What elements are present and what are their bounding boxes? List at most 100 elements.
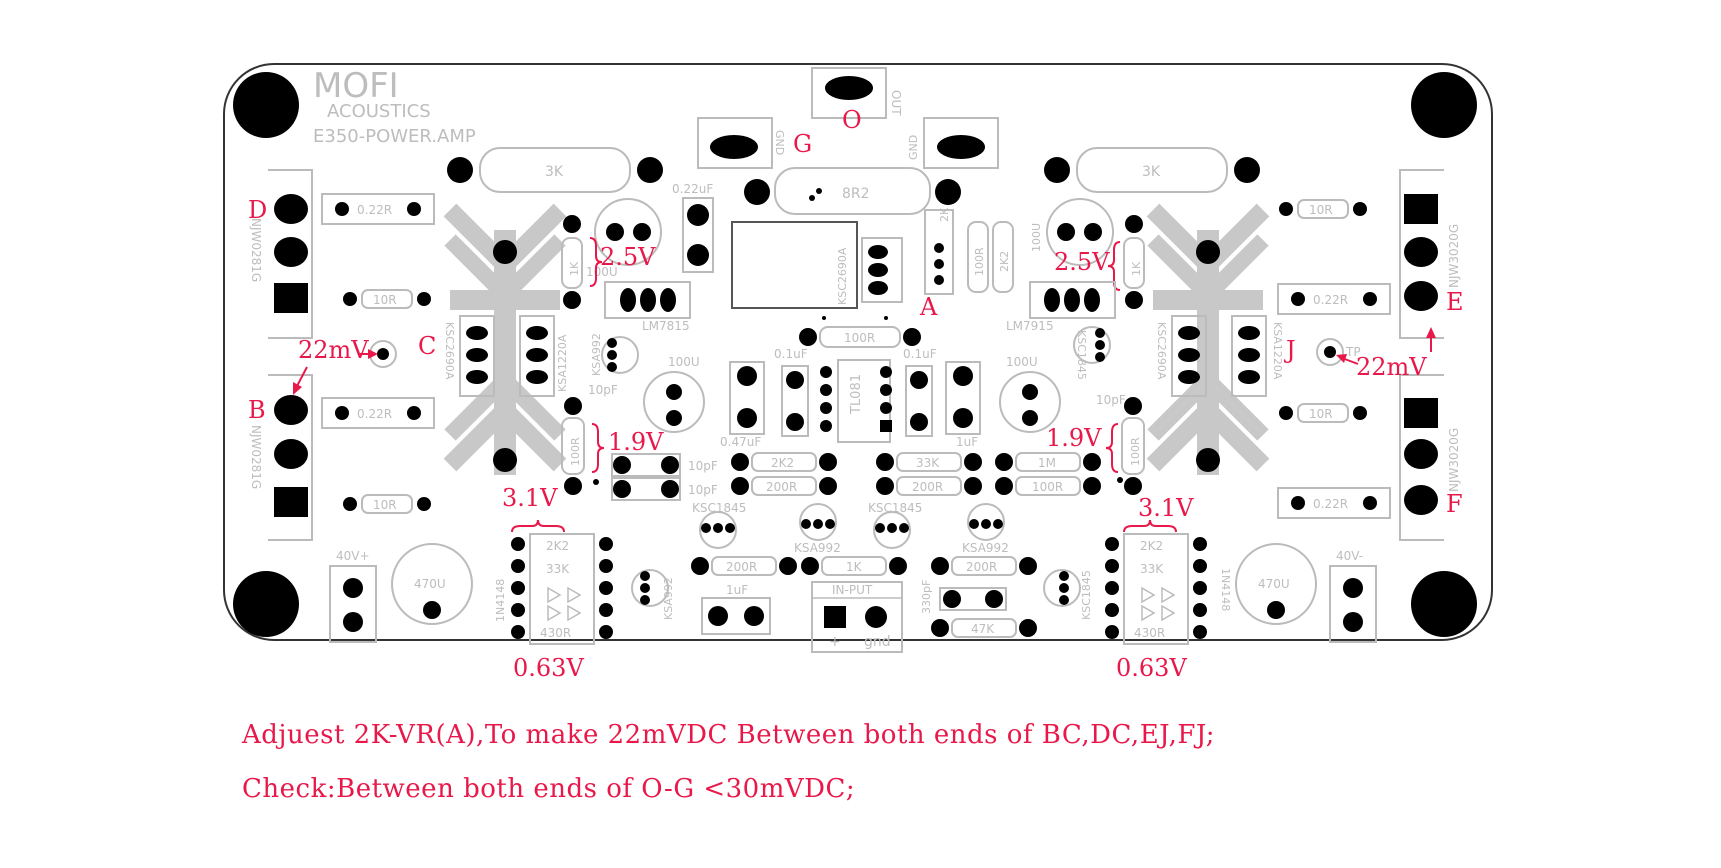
ksa992-c1 [799, 503, 837, 541]
pad [1083, 453, 1101, 471]
label-ksc2690a-center: KSC2690A [836, 247, 849, 305]
test-point-c-pad [377, 348, 389, 360]
ksa1220a-right [1231, 315, 1267, 397]
pad [661, 480, 679, 498]
pad [1095, 340, 1105, 350]
pad [799, 328, 817, 346]
cap-100u-center-left [643, 371, 705, 433]
label-2k2-cl: 2K2 [771, 456, 794, 470]
label-33k-lb: 33K [546, 562, 570, 576]
pad [1125, 291, 1143, 309]
pad [526, 370, 548, 384]
voltage-right-offset: 22mV [1356, 353, 1427, 381]
pad [274, 439, 308, 469]
pad [822, 316, 826, 320]
pad [687, 204, 709, 226]
pad [640, 571, 650, 581]
pad [343, 612, 363, 632]
pad [868, 263, 888, 277]
resistor-1k-bc [821, 556, 887, 576]
label-047uf: 0.47uF [720, 435, 761, 449]
pad [466, 348, 488, 362]
label-10r-r2: 10R [1309, 407, 1333, 421]
pad [599, 537, 613, 551]
pad [1124, 397, 1142, 415]
test-point-b: B [248, 396, 266, 424]
label-100r-center: 100R [844, 331, 875, 345]
cap-100u-right-top [1046, 198, 1114, 266]
pad [1178, 370, 1200, 384]
label-8r2: 8R2 [842, 186, 870, 202]
pad [1019, 557, 1037, 575]
pad [1291, 292, 1305, 306]
pad [493, 240, 517, 264]
resistor-200r-cl [751, 476, 817, 496]
njw0281g-top [268, 169, 313, 339]
pad [889, 557, 907, 575]
label-430r-rb: 430R [1134, 626, 1165, 640]
diode-symbol [1161, 604, 1176, 622]
cap-470u-right [1235, 543, 1317, 625]
pad [1363, 292, 1377, 306]
cap-100u-center-right [999, 371, 1061, 433]
pad [876, 477, 894, 495]
instruction-line-1: Adjuest 2K-VR(A),To make 22mVDC Between … [242, 720, 1216, 750]
test-point-j-pad [1324, 346, 1336, 358]
resistor-2k2-vert [992, 221, 1014, 293]
pad [1363, 496, 1377, 510]
ksc1845-right-bottom [1043, 569, 1081, 607]
voltage-right-mid: 1.9V [1046, 424, 1102, 452]
pad [995, 453, 1013, 471]
pad [606, 223, 624, 241]
pad [819, 453, 837, 471]
pad [1084, 223, 1102, 241]
pad [1238, 326, 1260, 340]
gnd-pad-left [710, 135, 758, 159]
lm7815 [604, 281, 691, 319]
label-2k2-lb: 2K2 [546, 539, 569, 553]
pad [737, 366, 757, 386]
cap-10pf-l1 [611, 453, 681, 477]
label-200r-bl: 200R [726, 560, 757, 574]
pad [744, 179, 770, 205]
label-100r-left: 100R [569, 437, 582, 466]
pad [931, 557, 949, 575]
pad [934, 275, 944, 285]
pad [819, 477, 837, 495]
arrow [295, 366, 308, 389]
pad [1193, 581, 1207, 595]
gnd-connector-right [923, 117, 999, 169]
ksa992-c2 [967, 503, 1005, 541]
pad [511, 581, 525, 595]
test-point-j-ring [1316, 338, 1344, 366]
resistor-47k [951, 618, 1017, 638]
pad [995, 477, 1013, 495]
test-point-g: G [793, 130, 812, 158]
pad [964, 453, 982, 471]
pad [1196, 448, 1220, 472]
pad [1193, 603, 1207, 617]
gnd-label-left: GND [773, 130, 786, 155]
pad [786, 413, 804, 431]
pad [563, 291, 581, 309]
label-01uf-right: 0.1uF [903, 347, 937, 361]
resistor-10r-l1 [361, 289, 413, 309]
test-point-c: C [418, 332, 436, 360]
label-1m: 1M [1038, 456, 1056, 470]
pad [820, 402, 832, 414]
pad [1084, 288, 1100, 312]
voltage-left-mid: 1.9V [608, 428, 664, 456]
resistor-200r-cr [896, 476, 962, 496]
pad [526, 348, 548, 362]
pad [1193, 625, 1207, 639]
resistor-1k-left [561, 237, 583, 289]
pad [816, 188, 822, 194]
label-2k2-rb: 2K2 [1140, 539, 1163, 553]
pad [599, 559, 613, 573]
label-ksc2690a-left: KSC2690A [443, 322, 456, 380]
pad [1117, 477, 1123, 483]
pad [511, 625, 525, 639]
label-ksc1845-right-top: KSC1845 [1075, 330, 1088, 380]
pad [1105, 603, 1119, 617]
label-input-plus: + [829, 634, 841, 650]
